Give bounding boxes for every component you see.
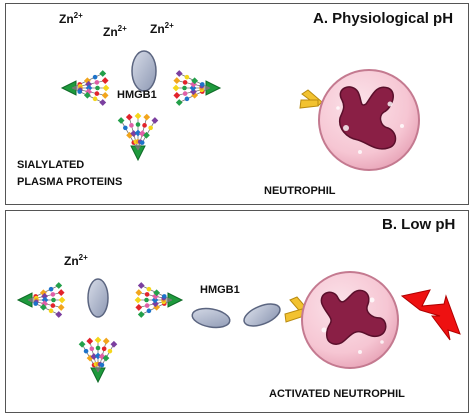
nucleus-icon — [338, 86, 397, 150]
neutrophil-label: NEUTROPHIL — [264, 185, 336, 197]
panel-a-title: A. Physiological pH — [313, 10, 454, 27]
activated-neutrophil-cell — [284, 271, 399, 369]
sialylated-protein-glycan — [60, 70, 110, 106]
receptor-icon — [299, 89, 323, 109]
hmgb1-label: HMGB1 — [200, 284, 240, 296]
sialylated-protein-glycan — [172, 70, 222, 106]
activated-neutrophil-label: ACTIVATED NEUTROPHIL — [269, 388, 405, 400]
panel-b-title: B. Low pH — [382, 216, 456, 233]
hmgb1-label: HMGB1 — [117, 89, 157, 101]
zinc-ion-label: Zn2+ — [59, 11, 83, 26]
nucleus-icon — [320, 289, 387, 345]
neutrophil-cell-a — [299, 69, 420, 171]
hmgb1-protein-b1 — [87, 278, 109, 318]
hmgb1-protein-b3 — [243, 303, 281, 327]
zinc-ion-label: Zn2+ — [64, 253, 88, 268]
sialylated-protein-glycan — [117, 112, 159, 162]
sialylated-protein-glycan — [78, 336, 118, 384]
zinc-ion-label: Zn2+ — [150, 21, 174, 36]
zinc-ion-label: Zn2+ — [103, 24, 127, 39]
plasma-proteins-label-line1: SIALYLATED — [17, 159, 85, 171]
plasma-proteins-label-line2: PLASMA PROTEINS — [17, 176, 123, 188]
hmgb1-protein-a — [131, 50, 157, 92]
hmgb1-protein-b2 — [191, 307, 231, 329]
sialylated-protein-glycan — [134, 282, 184, 318]
lightning-bolt-icon — [400, 289, 461, 341]
sialylated-protein-glycan — [16, 282, 66, 318]
